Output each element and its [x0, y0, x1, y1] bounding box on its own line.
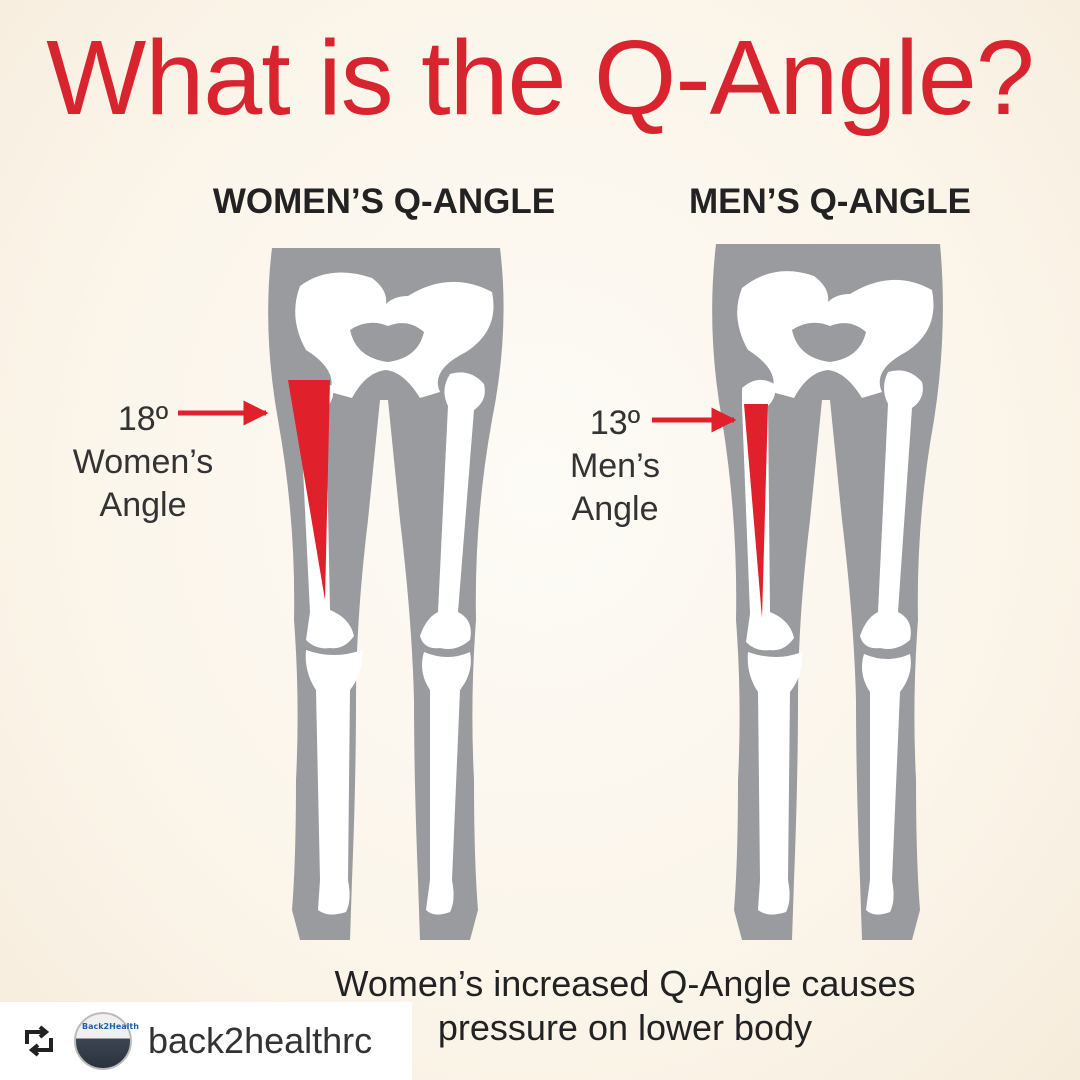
men-q-angle-heading: MEN’S Q-ANGLE	[689, 182, 971, 221]
men-angle-value: 13º	[589, 404, 641, 442]
men-left-tibia	[747, 652, 803, 915]
men-right-tibia	[862, 654, 911, 915]
women-figure	[178, 248, 504, 940]
page-title: What is the Q-Angle?	[46, 19, 1034, 137]
men-angle-line1: Men’s	[569, 447, 661, 485]
men-angle-line2: Angle	[571, 490, 659, 528]
women-angle-line2: Angle	[99, 486, 187, 524]
women-q-angle-heading: WOMEN’S Q-ANGLE	[212, 182, 556, 221]
caption-line2: pressure on lower body	[437, 1007, 813, 1048]
men-q-angle-wedge	[744, 404, 768, 618]
avatar-logo-text: Back2Health	[82, 1022, 139, 1031]
women-right-tibia	[422, 652, 471, 915]
caption: Women’s increased Q-Angle causes pressur…	[300, 962, 950, 1050]
women-angle-value: 18º	[117, 400, 169, 438]
caption-line1: Women’s increased Q-Angle causes	[334, 963, 916, 1004]
men-figure	[652, 244, 943, 940]
women-q-angle-wedge	[288, 380, 330, 600]
avatar[interactable]: Back2Health	[74, 1012, 139, 1070]
repost-username[interactable]: back2healthrc	[148, 1020, 373, 1061]
women-angle-line1: Women’s	[72, 443, 214, 481]
men-angle-label: 13º Men’s Angle	[540, 402, 690, 531]
women-right-femur	[420, 372, 485, 649]
women-angle-label: 18º Women’s Angle	[58, 398, 228, 527]
repost-attribution: Back2Health back2healthrc	[0, 1002, 412, 1080]
repost-icon[interactable]	[22, 1025, 56, 1057]
men-right-femur	[860, 370, 923, 649]
women-left-tibia	[305, 650, 363, 915]
